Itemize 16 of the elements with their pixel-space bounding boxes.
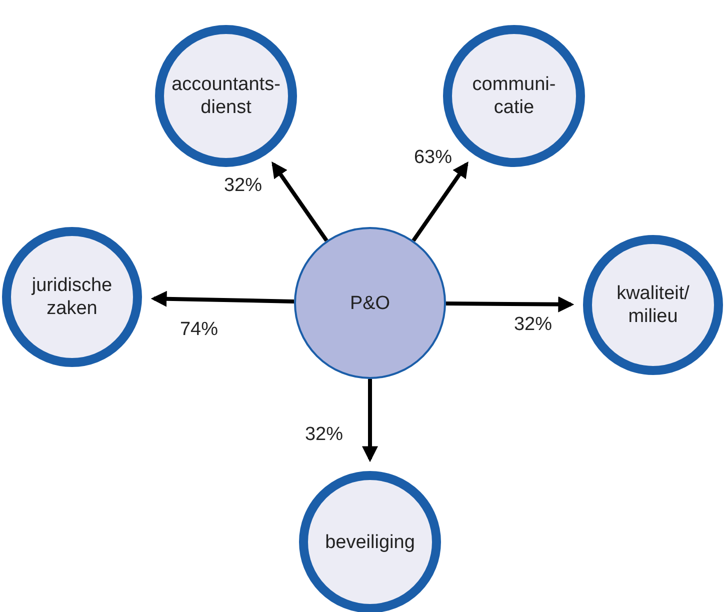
arrow — [272, 162, 328, 242]
edge-label: 32% — [224, 175, 262, 197]
node-label: kwaliteit/ milieu — [616, 282, 690, 328]
node-label: beveiliging — [325, 530, 415, 554]
edge-label: 32% — [514, 314, 552, 336]
node-label: P&O — [350, 292, 390, 314]
edge-label: 32% — [304, 424, 344, 446]
node-label: accountants- dienst — [172, 73, 280, 119]
edge-label: 63% — [414, 147, 452, 169]
arrow — [150, 290, 294, 307]
arrow — [446, 296, 574, 312]
node-label: juridische zaken — [30, 274, 114, 320]
node-label: communi- catie — [471, 73, 557, 119]
arrow — [412, 162, 468, 242]
edge-label: 74% — [180, 319, 218, 341]
arrow — [362, 379, 378, 462]
